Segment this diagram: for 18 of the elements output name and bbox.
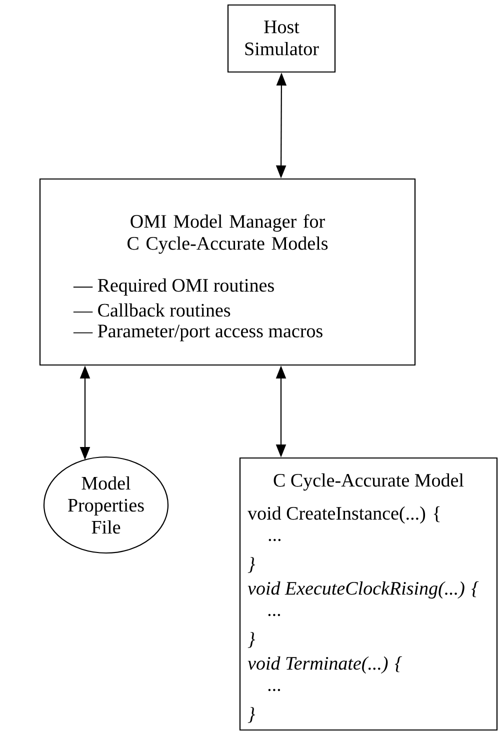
code-line: }: [248, 557, 255, 573]
process-box: [227, 4, 336, 73]
code-line: ...: [268, 538, 281, 542]
code-line: ...: [268, 614, 280, 616]
heading: OMI Model Manager for C Cycle-Accurate Models: [128, 214, 328, 254]
list-item: — Parameter/port access macros: [73, 324, 322, 342]
code-line: void Terminate(...) {: [248, 656, 402, 674]
code-line: void ExecuteClockRising(...) {: [248, 581, 479, 599]
code-line: }: [248, 707, 255, 723]
process-box: [39, 178, 416, 366]
code-box: [239, 457, 498, 731]
code-line: }: [248, 632, 255, 648]
code-line: void CreateInstance(...) {: [248, 506, 440, 524]
list-item: — Required OMI routines: [73, 278, 274, 296]
heading: C Cycle-Accurate Model: [274, 473, 464, 491]
list-item: — Callback routines: [73, 303, 230, 317]
code-line: ...: [268, 688, 280, 692]
node-label: Host Simulator: [245, 20, 319, 56]
